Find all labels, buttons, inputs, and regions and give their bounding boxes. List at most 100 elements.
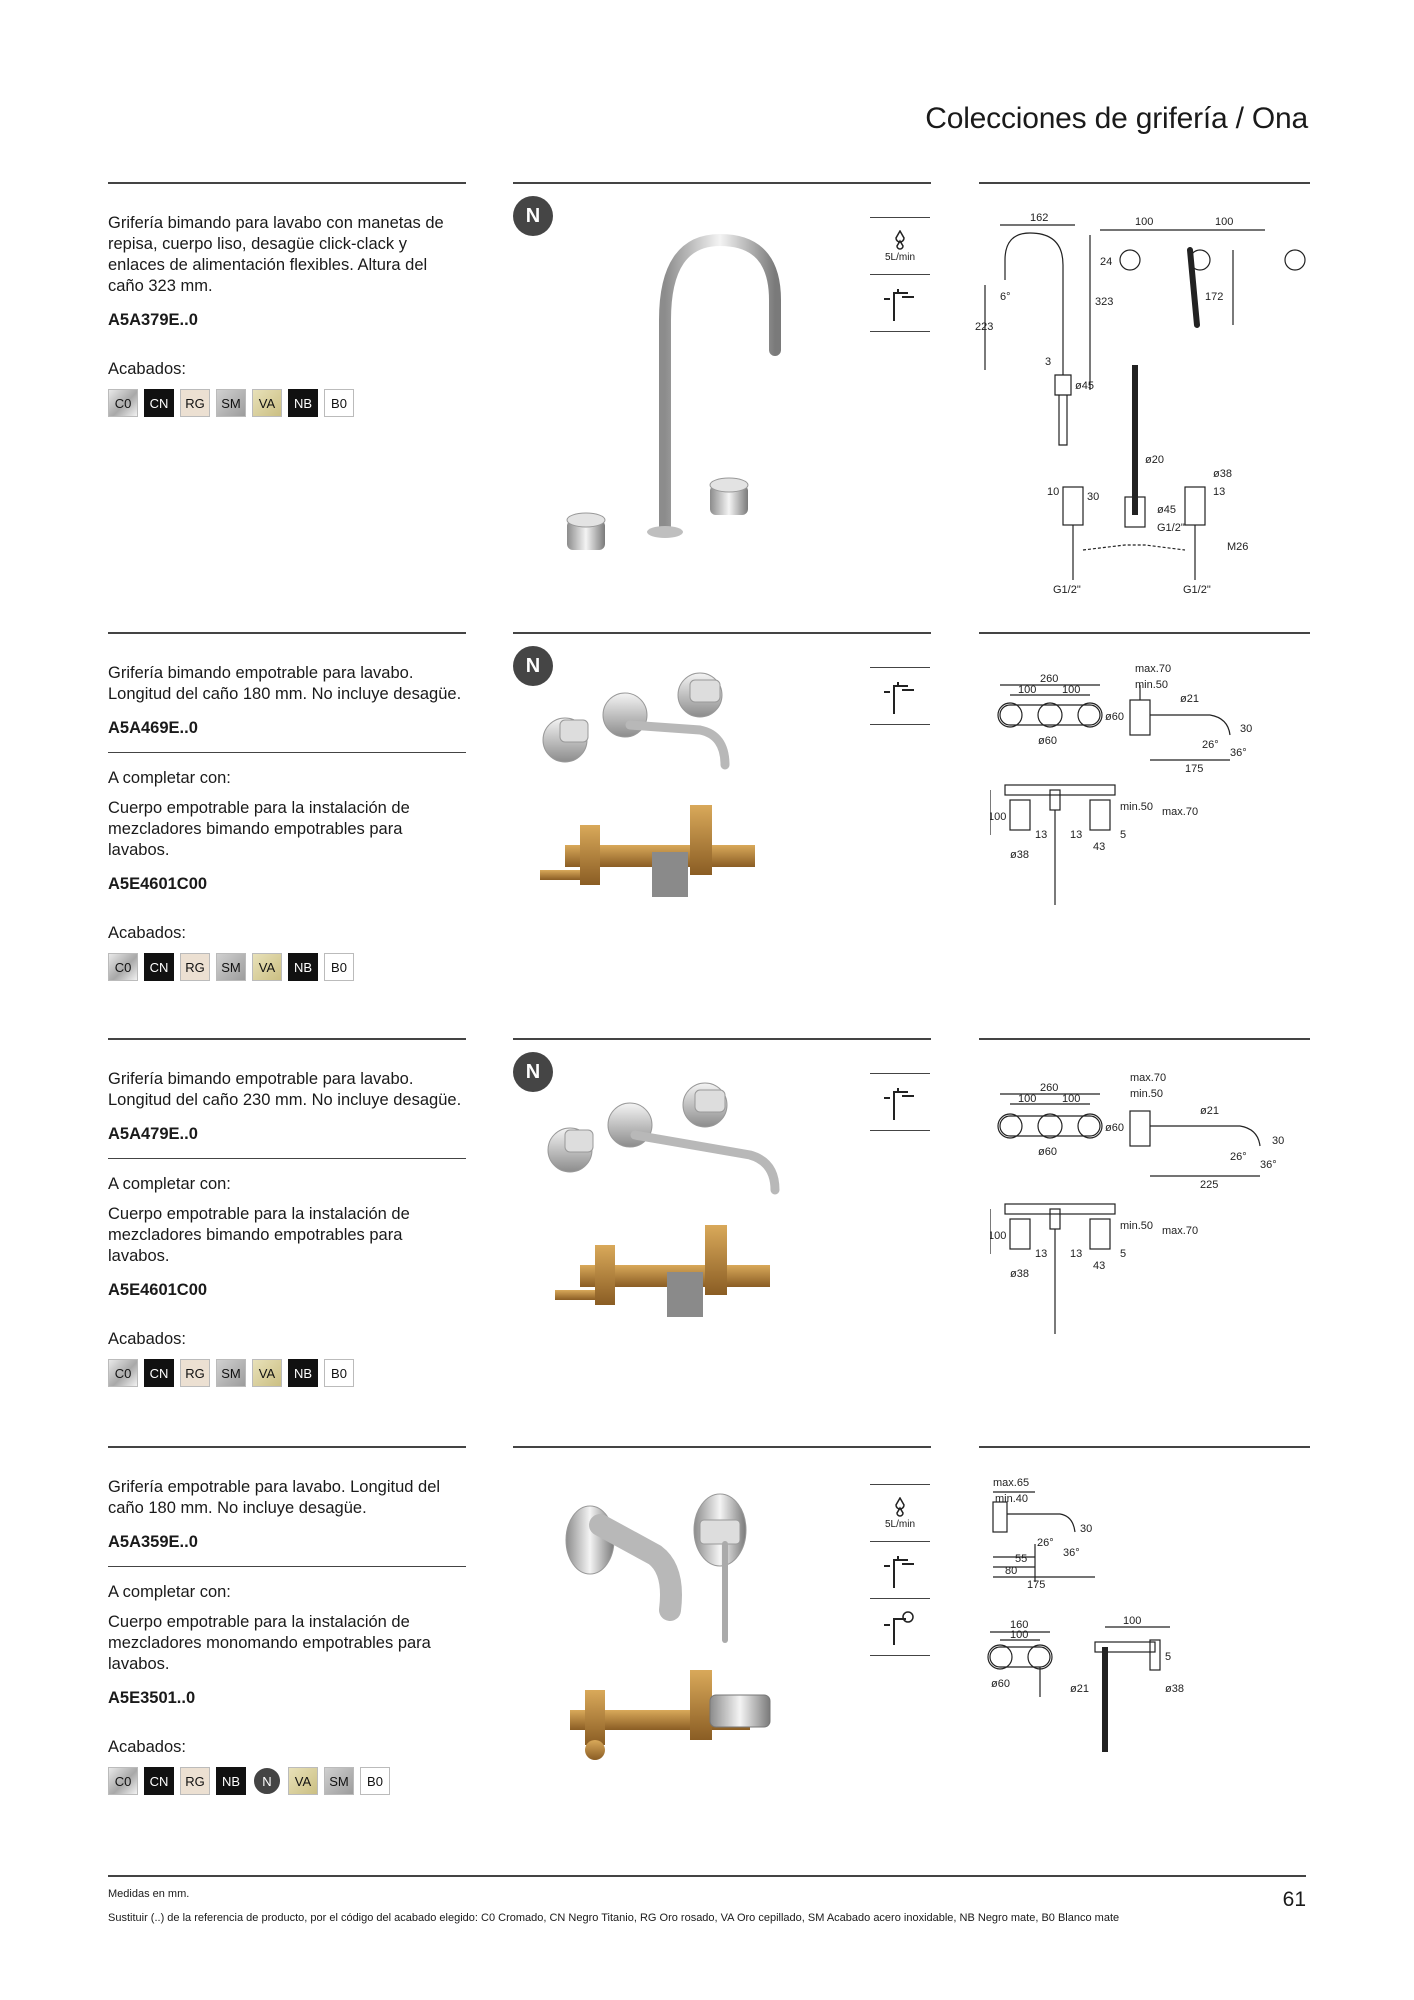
dim-label: 160 — [1010, 1619, 1028, 1631]
feature-icons — [870, 667, 930, 725]
product-text: Grifería bimando empotrable para lavabo.… — [108, 1069, 466, 1387]
finish-swatch-va[interactable]: VA — [252, 1359, 282, 1387]
finish-swatch-nb[interactable]: NB — [288, 389, 318, 417]
finish-swatch-rg[interactable]: RG — [180, 389, 210, 417]
page-title: Colecciones de grifería / Ona — [925, 102, 1308, 135]
dim-label: ø21 — [1070, 1683, 1089, 1695]
dim-label: max.70 — [1162, 806, 1198, 818]
dim-label: 36° — [1063, 1547, 1080, 1559]
finish-swatch-cn[interactable]: CN — [144, 1359, 174, 1387]
dim-label: 6° — [1000, 291, 1011, 303]
complement-code: A5E4601C00 — [108, 1281, 208, 1299]
faucet-image — [540, 672, 755, 897]
finish-swatch-nb[interactable]: NB — [216, 1767, 246, 1795]
dim-label: 3 — [1045, 356, 1051, 368]
dim-label: 100 — [1018, 1093, 1036, 1105]
new-badge: N — [513, 646, 553, 686]
divider — [979, 1038, 1310, 1040]
dim-label: 5 — [1120, 829, 1126, 841]
divider — [108, 1566, 466, 1567]
product-description: Grifería bimando empotrable para lavabo.… — [108, 664, 462, 703]
flow-rate-label: 5L/min — [884, 1518, 915, 1530]
finish-swatch-va[interactable]: VA — [252, 953, 282, 981]
tap-icon — [870, 1073, 930, 1131]
finish-swatch-c0[interactable]: C0 — [108, 389, 138, 417]
dim-label: 55 — [1015, 1553, 1027, 1565]
finish-swatch-rg[interactable]: RG — [180, 1767, 210, 1795]
dim-label: ø60 — [1105, 711, 1124, 723]
dim-label: 13 — [1070, 829, 1082, 841]
finish-codes-note: Sustituir (..) de la referencia de produ… — [108, 1912, 1120, 1924]
finish-swatch-nb[interactable]: NB — [288, 1359, 318, 1387]
dim-label: 13 — [1070, 1248, 1082, 1260]
dim-label: min.40 — [995, 1493, 1028, 1505]
divider — [108, 1158, 466, 1159]
finish-swatch-b0[interactable]: B0 — [324, 953, 354, 981]
finishes-label: Acabados: — [108, 924, 186, 942]
divider — [108, 632, 466, 634]
dim-label: 30 — [1240, 723, 1252, 735]
dim-label: ø60 — [1038, 735, 1057, 747]
divider — [108, 182, 466, 184]
finish-swatch-sm[interactable]: SM — [216, 1359, 246, 1387]
finish-swatch-rg[interactable]: RG — [180, 1359, 210, 1387]
dim-label: 260 — [1040, 1082, 1058, 1094]
dim-label: 10 — [1047, 486, 1059, 498]
technical-drawing: max.65 min.40 30 26° 36° 55 80 175 160 1… — [987, 1477, 1184, 1752]
dim-label: 13 — [1213, 486, 1225, 498]
finish-swatch-va[interactable]: VA — [252, 389, 282, 417]
finish-swatch-c0[interactable]: C0 — [108, 953, 138, 981]
product-description: Grifería empotrable para lavabo. Longitu… — [108, 1478, 441, 1517]
dim-label: max.70 — [1135, 663, 1171, 675]
divider — [979, 1446, 1310, 1448]
dim-label: 175 — [1027, 1579, 1045, 1591]
dim-label: 100 — [1062, 1093, 1080, 1105]
product-code: A5A379E..0 — [108, 311, 198, 329]
product-text: Grifería bimando para lavabo con manetas… — [108, 213, 466, 417]
dim-label: 36° — [1260, 1159, 1277, 1171]
dim-label: max.70 — [1130, 1072, 1166, 1084]
finishes-label: Acabados: — [108, 1330, 186, 1348]
product-code: A5A479E..0 — [108, 1125, 198, 1143]
finish-swatch-cn[interactable]: CN — [144, 389, 174, 417]
faucet-image — [566, 233, 781, 550]
finish-swatch-sm[interactable]: SM — [324, 1767, 354, 1795]
product-code: A5A469E..0 — [108, 719, 198, 737]
finish-swatch-va[interactable]: VA — [288, 1767, 318, 1795]
divider — [108, 1038, 466, 1040]
dim-label: 100 — [1010, 1629, 1028, 1641]
finish-swatches: C0 CN RG NB N VA SM B0 — [108, 1767, 466, 1795]
finish-swatch-rg[interactable]: RG — [180, 953, 210, 981]
dim-label: 100 — [1135, 216, 1153, 228]
dim-label: 43 — [1093, 1260, 1105, 1272]
measures-note: Medidas en mm. — [108, 1888, 190, 1900]
dim-label: G1/2" — [1157, 522, 1185, 534]
dim-label: 223 — [975, 321, 993, 333]
tap-icon — [870, 275, 930, 332]
finish-swatch-cn[interactable]: CN — [144, 1767, 174, 1795]
finish-swatch-c0[interactable]: C0 — [108, 1359, 138, 1387]
dim-label: G1/2" — [1053, 584, 1081, 596]
divider — [979, 632, 1310, 634]
finish-swatch-sm[interactable]: SM — [216, 953, 246, 981]
divider — [979, 182, 1310, 184]
dim-label: 36° — [1230, 747, 1247, 759]
finish-swatch-new[interactable]: N — [254, 1768, 280, 1794]
dim-label: max.70 — [1162, 1225, 1198, 1237]
finish-swatch-sm[interactable]: SM — [216, 389, 246, 417]
finish-swatch-cn[interactable]: CN — [144, 953, 174, 981]
finish-swatch-b0[interactable]: B0 — [360, 1767, 390, 1795]
feature-icons: 5L/min — [870, 217, 930, 332]
dim-label: min.50 — [1130, 1088, 1163, 1100]
finish-swatches: C0 CN RG SM VA NB B0 — [108, 953, 466, 981]
finish-swatch-b0[interactable]: B0 — [324, 1359, 354, 1387]
finish-swatch-nb[interactable]: NB — [288, 953, 318, 981]
new-badge: N — [513, 196, 553, 236]
finish-swatch-c0[interactable]: C0 — [108, 1767, 138, 1795]
complement-label: A completar con: — [108, 1583, 231, 1601]
dim-label: 100 — [1215, 216, 1233, 228]
divider — [513, 632, 931, 634]
dim-label: ø45 — [1075, 380, 1094, 392]
dim-label: ø38 — [1010, 849, 1029, 861]
finish-swatch-b0[interactable]: B0 — [324, 389, 354, 417]
